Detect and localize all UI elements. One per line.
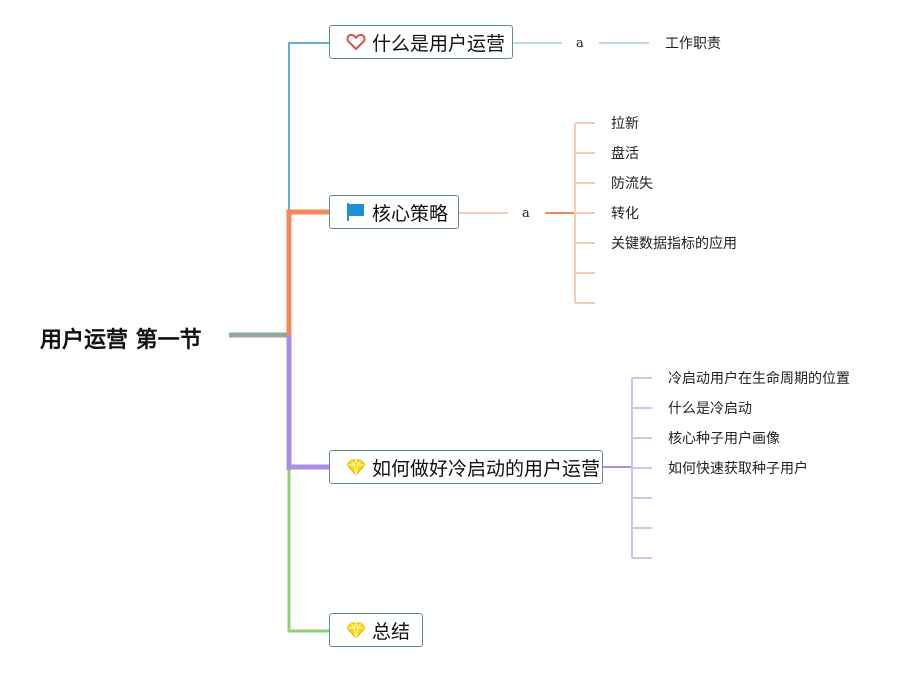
heart-icon	[346, 32, 366, 52]
topic-label: 总结	[372, 620, 411, 643]
subtopic-item[interactable]: 防流失	[611, 176, 653, 192]
branch-3-connector	[286, 335, 329, 470]
branch-3-bracket	[631, 377, 652, 559]
topic-what-is-user-ops[interactable]: 什么是用户运营	[329, 25, 513, 59]
topic-core-strategy[interactable]: 核心策略	[329, 195, 459, 229]
subtopic-item[interactable]: 工作职责	[665, 36, 721, 52]
subtopic-item[interactable]: 核心种子用户画像	[668, 431, 780, 447]
diamond-icon	[346, 457, 366, 477]
branch-2-connector	[286, 209, 329, 335]
subtopic-item[interactable]: 拉新	[611, 116, 639, 132]
topic-summary[interactable]: 总结	[329, 613, 423, 647]
root-connector	[229, 332, 292, 470]
branch-4-connector	[287, 470, 329, 633]
subtopic-item[interactable]: 什么是冷启动	[668, 401, 752, 417]
subtopic-item[interactable]: 关键数据指标的应用	[611, 236, 737, 252]
branch-1-connector	[288, 42, 329, 335]
topic-label: 什么是用户运营	[372, 32, 506, 55]
branch-2-bracket	[574, 122, 595, 304]
flag-icon	[346, 202, 366, 222]
diamond-icon	[346, 620, 366, 640]
relation-label: a	[576, 36, 584, 51]
topic-label: 如何做好冷启动的用户运营	[372, 457, 601, 480]
subtopic-item[interactable]: 如何快速获取种子用户	[668, 461, 808, 477]
root-topic[interactable]: 用户运营 第一节	[40, 328, 202, 353]
subtopic-item[interactable]: 转化	[611, 206, 639, 222]
subtopic-item[interactable]: 冷启动用户在生命周期的位置	[668, 371, 850, 387]
subtopic-item[interactable]: 盘活	[611, 146, 639, 162]
topic-cold-start[interactable]: 如何做好冷启动的用户运营	[329, 450, 603, 484]
topic-label: 核心策略	[372, 202, 449, 225]
relation-label: a	[522, 206, 530, 221]
